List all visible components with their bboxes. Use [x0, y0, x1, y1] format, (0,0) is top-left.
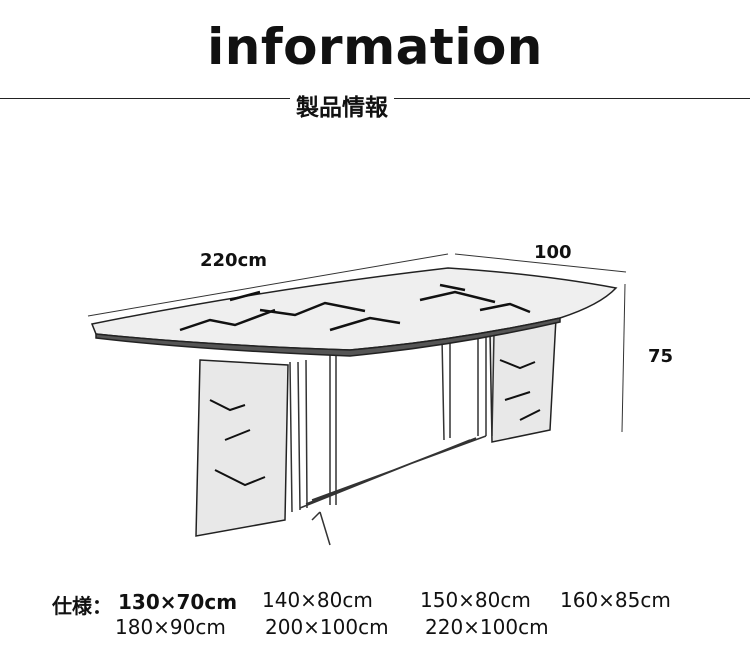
- spec-label: 仕様：: [52, 594, 112, 618]
- table-legs: [195, 317, 557, 537]
- page-title: information: [207, 18, 543, 76]
- dimension-lines: [87, 253, 627, 433]
- metal-frame: [289, 332, 495, 546]
- length-label: 220cm: [200, 250, 267, 271]
- right-marble-leg: [489, 317, 557, 443]
- size-option: 160×85cm: [560, 588, 671, 612]
- height-label: 75: [648, 346, 674, 367]
- marble-tabletop: [90, 267, 618, 357]
- left-marble-leg: [195, 359, 289, 537]
- size-option: 130×70cm: [118, 590, 238, 614]
- size-option: 220×100cm: [425, 615, 549, 639]
- page-subtitle: 製品情報: [290, 88, 394, 122]
- size-option: 180×90cm: [115, 615, 226, 639]
- height-dimension-line: [621, 283, 626, 433]
- width-dimension-line: [454, 253, 627, 273]
- size-option: 150×80cm: [420, 588, 531, 612]
- width-label: 100: [534, 242, 572, 263]
- size-option: 200×100cm: [265, 615, 389, 639]
- size-option: 140×80cm: [262, 588, 373, 612]
- length-dimension-line: [87, 253, 449, 317]
